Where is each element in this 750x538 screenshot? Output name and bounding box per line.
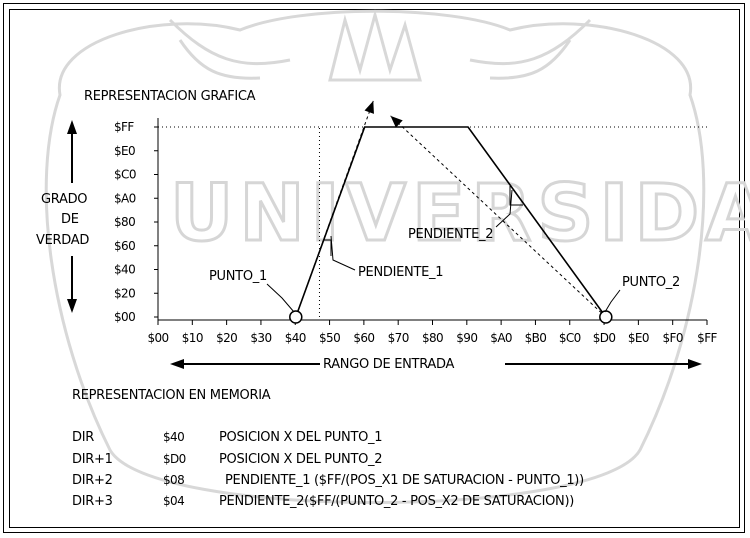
memory-desc: PENDIENTE_1 ($FF/(POS_X1 DE SATURACION -… — [225, 473, 584, 488]
memory-row: DIR+3 $04 PENDIENTE_2($FF/(PUNTO_2 - POS… — [72, 494, 574, 509]
chart-title: REPRESENTACION GRAFICA — [84, 89, 256, 104]
marked-point — [599, 310, 613, 324]
y-tick-label: $A0 — [114, 191, 136, 205]
y-tick-label: $E0 — [114, 144, 135, 158]
y-tick-label: $C0 — [114, 168, 136, 182]
x-arrow-left-head — [170, 359, 184, 369]
membership-function-line — [295, 126, 607, 318]
memory-value: $40 — [163, 430, 184, 444]
memory-value: $08 — [163, 473, 184, 487]
x-tick-label: $F0 — [663, 331, 683, 345]
memory-desc: POSICION X DEL PUNTO_2 — [219, 452, 382, 467]
x-tick-label: $A0 — [490, 331, 512, 345]
plot-area — [158, 100, 707, 324]
x-tick-label: $60 — [353, 331, 374, 345]
x-tick-label: $FF — [697, 331, 717, 345]
watermark: UNIVERSIDAD — [44, 9, 750, 504]
pendiente-2-slope-marker — [509, 186, 523, 206]
memory-dir: DIR — [72, 430, 94, 445]
annotations: PUNTO_1 PENDIENTE_1 PENDIENTE_2 PUNTO_2 — [209, 186, 680, 313]
slope-extension-line — [390, 115, 607, 318]
y-tick-label: $FF — [114, 120, 134, 134]
memory-dir: DIR+2 — [72, 473, 113, 488]
y-tick-labels: $FF $E0 $C0 $A0 $80 $60 $40 $20 $00 — [114, 120, 158, 324]
y-tick-label: $80 — [114, 215, 135, 229]
x-tick-label: $80 — [422, 331, 443, 345]
y-tick-label: $60 — [114, 239, 135, 253]
x-tick-label: $00 — [147, 331, 168, 345]
pendiente-1-leader — [330, 235, 356, 271]
x-axis-label: RANGO DE ENTRADA — [323, 357, 454, 372]
memory-dir: DIR+1 — [72, 452, 113, 467]
memory-dir: DIR+3 — [72, 494, 113, 509]
y-axis-label-line-3: VERDAD — [36, 233, 89, 248]
x-tick-label: $90 — [456, 331, 477, 345]
memory-row: DIR $40 POSICION X DEL PUNTO_1 — [72, 430, 383, 445]
punto-2-label: PUNTO_2 — [622, 275, 680, 290]
x-tick-label: $E0 — [628, 331, 649, 345]
y-axis-label-line-2: DE — [61, 212, 79, 227]
punto-2-leader — [604, 289, 621, 313]
y-axis-label: GRADO DE VERDAD — [36, 120, 90, 313]
x-axis-label-group: RANGO DE ENTRADA — [170, 357, 702, 372]
memory-row: DIR+2 $08 PENDIENTE_1 ($FF/(POS_X1 DE SA… — [72, 473, 584, 488]
y-arrow-down-head — [67, 299, 77, 313]
pendiente-1-slope-marker — [324, 239, 332, 256]
x-tick-labels: $00 $10 $20 $30 $40 $50 $60 $70 $80 $90 $A0 $B0 $C0 $… — [147, 320, 718, 345]
x-tick-label: $50 — [319, 331, 340, 345]
x-tick-label: $40 — [285, 331, 306, 345]
inner-border — [9, 9, 740, 528]
x-tick-label: $C0 — [559, 331, 581, 345]
x-arrow-right-head — [688, 359, 702, 369]
memory-desc: POSICION X DEL PUNTO_1 — [219, 430, 382, 445]
watermark-text: UNIVERSIDAD — [170, 169, 750, 259]
memory-value: $04 — [163, 494, 184, 508]
x-tick-label: $10 — [182, 331, 203, 345]
slope-extension-arrowhead — [390, 115, 403, 128]
watermark-torch — [328, 9, 422, 82]
x-tick-label: $20 — [216, 331, 237, 345]
marked-point — [289, 310, 303, 324]
watermark-laurel-right — [469, 18, 592, 80]
pendiente-2-label: PENDIENTE_2 — [408, 227, 493, 242]
x-tick-label: $B0 — [525, 331, 547, 345]
y-arrow-up-head — [67, 120, 77, 134]
watermark-crest-outline — [44, 9, 706, 504]
x-tick-label: $D0 — [593, 331, 616, 345]
y-tick-label: $40 — [114, 263, 135, 277]
y-axis-label-line-1: GRADO — [41, 192, 87, 207]
memory-desc: PENDIENTE_2($FF/(PUNTO_2 - POS_X2 DE SAT… — [219, 494, 574, 509]
y-tick-label: $20 — [114, 286, 135, 300]
memory-title: REPRESENTACION EN MEMORIA — [72, 388, 271, 403]
pendiente-2-leader — [495, 189, 513, 228]
slope-extension-arrowhead — [364, 100, 374, 114]
outer-border — [3, 3, 745, 533]
punto-1-label: PUNTO_1 — [209, 269, 267, 284]
pendiente-1-label: PENDIENTE_1 — [358, 265, 443, 280]
punto-1-leader — [266, 283, 295, 313]
memory-row: DIR+1 $D0 POSICION X DEL PUNTO_2 — [72, 452, 383, 467]
memory-value: $D0 — [163, 452, 186, 466]
memory-section: REPRESENTACION EN MEMORIA DIR $40 POSICI… — [72, 388, 584, 509]
y-tick-label: $00 — [114, 310, 135, 324]
watermark-laurel-left — [168, 18, 291, 80]
x-tick-label: $30 — [250, 331, 271, 345]
x-tick-label: $70 — [388, 331, 409, 345]
